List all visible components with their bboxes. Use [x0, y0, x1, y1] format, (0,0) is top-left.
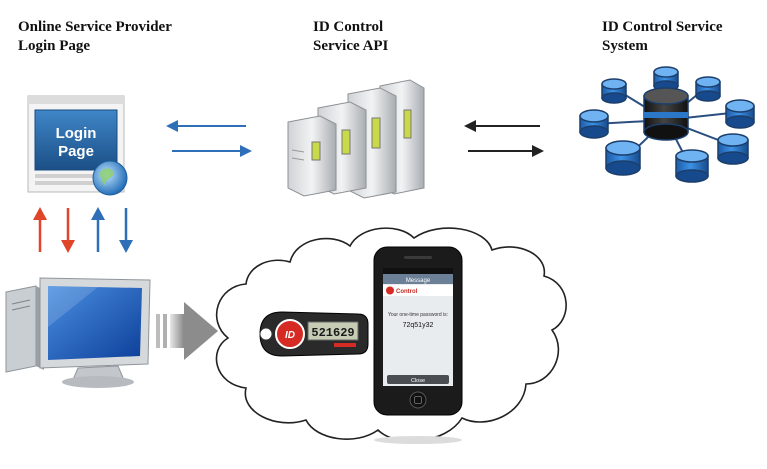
arrow-up-blue [91, 207, 105, 252]
arrow-down-blue [119, 208, 133, 253]
login-page-window: Login Page [27, 95, 128, 196]
desktop-computer-icon [5, 277, 151, 388]
token-brand: ID [285, 330, 295, 341]
phone-brand: Control [396, 289, 418, 295]
phone-close-label: Close [411, 378, 425, 384]
phone-header: Message [406, 278, 431, 284]
phone-close-button [387, 375, 449, 384]
login-line1: Login [56, 125, 97, 142]
arrow-up-red [33, 207, 47, 252]
phone-otp: 72q51y32 [403, 322, 434, 329]
database-network-icon [579, 66, 755, 183]
login-line2: Page [58, 143, 94, 160]
arrow-system-to-api [464, 120, 540, 132]
otp-token-icon: ID 521629 [259, 311, 369, 357]
api-title: ID Control Service API [313, 19, 389, 54]
arrow-api-to-login [166, 120, 246, 132]
arrow-login-to-api [172, 145, 252, 157]
system-title: ID Control Service System [602, 19, 723, 54]
arrow-api-to-system [468, 145, 544, 157]
server-rack-icon [287, 79, 425, 199]
arrow-down-red [61, 208, 75, 253]
token-display: 521629 [311, 326, 354, 340]
smartphone-icon: Message Control Your one-time password i… [373, 246, 463, 444]
send-arrow-icon [156, 302, 218, 360]
provider-title: Online Service Provider Login Page [18, 19, 172, 54]
phone-prompt: Your one-time password is: [388, 312, 448, 318]
